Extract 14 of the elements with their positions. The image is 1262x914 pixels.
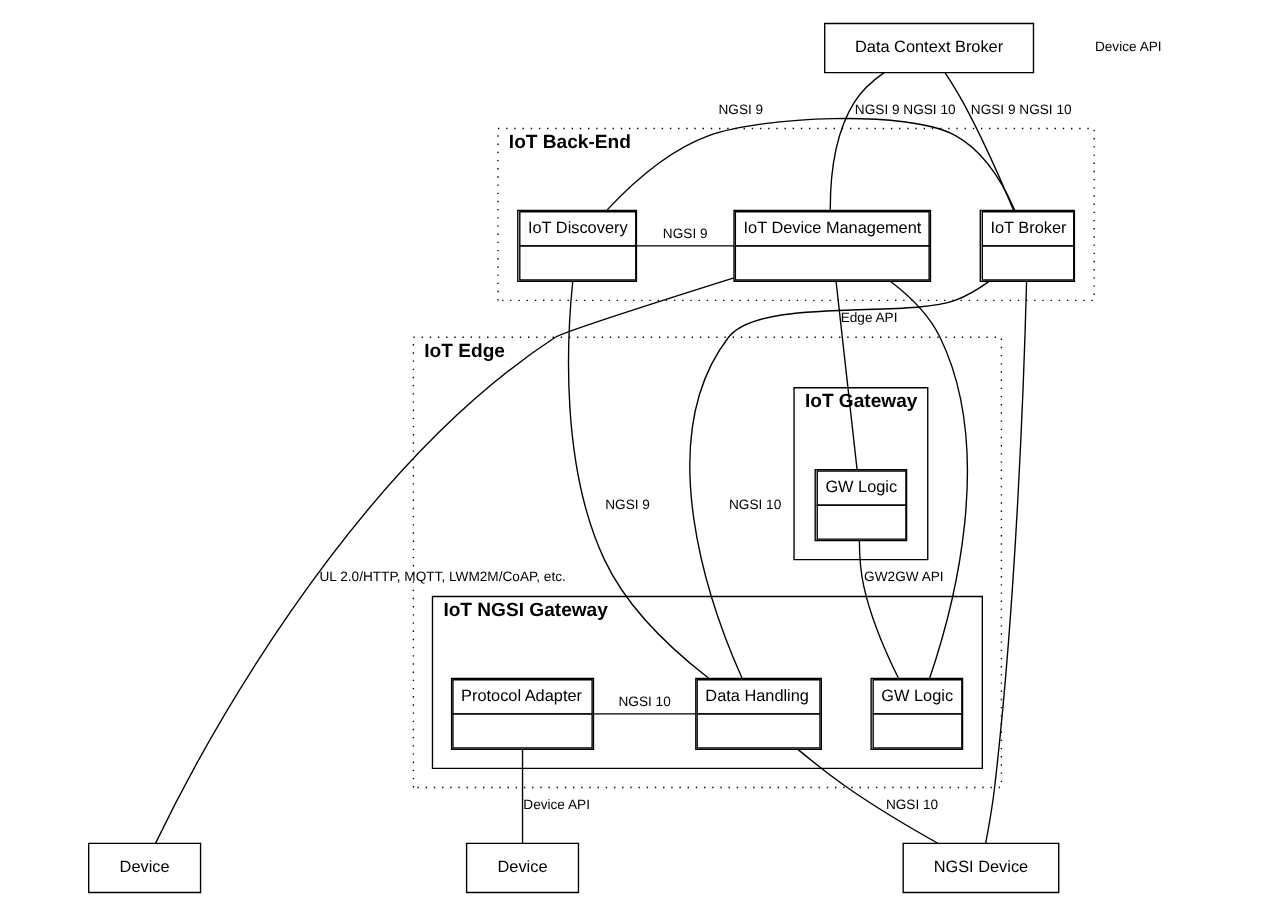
connector [689,279,990,678]
connector [521,747,524,843]
connector [154,276,735,843]
connector [593,712,697,714]
connector [858,538,900,678]
connector [889,279,968,678]
connector [835,280,858,469]
connector [985,279,1028,843]
connector [944,71,1015,210]
connector [636,244,735,246]
connector [829,70,885,210]
connector [797,747,939,843]
connector [606,116,1016,210]
connector [567,279,710,678]
